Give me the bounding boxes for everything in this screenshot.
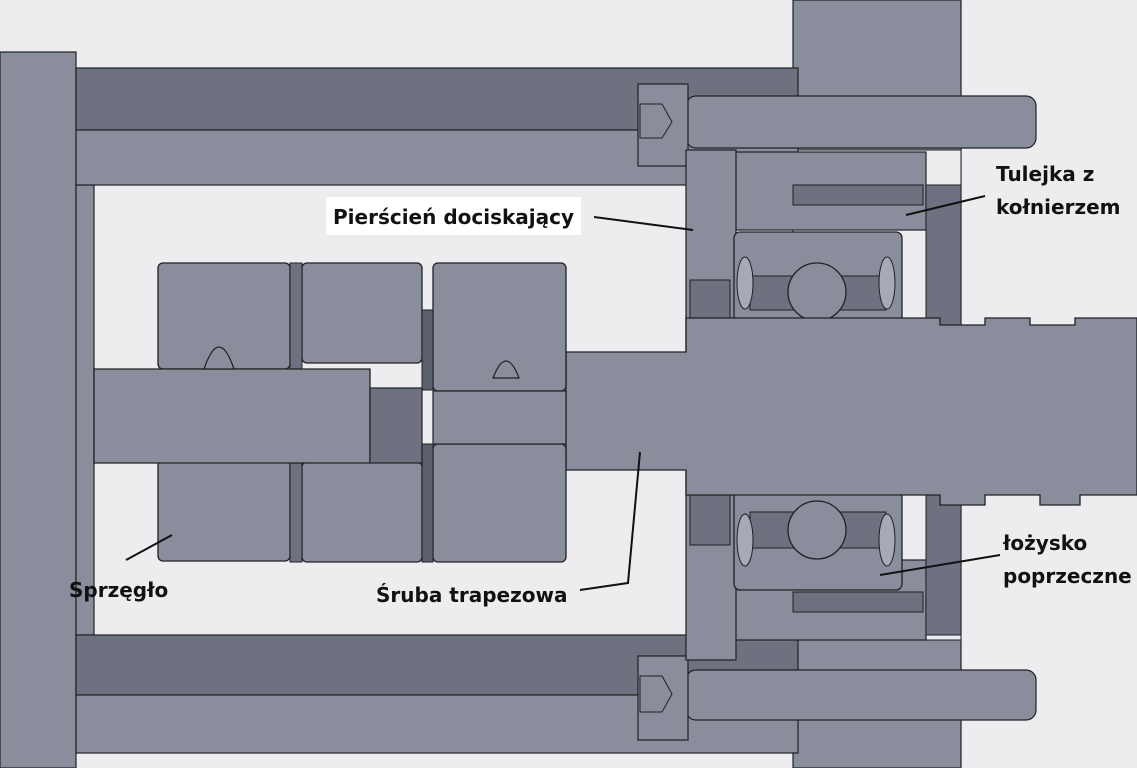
top-bearing-ball	[787, 262, 847, 322]
top-bearing-seal-right	[878, 256, 896, 310]
top-bolt-shank	[685, 95, 1037, 149]
left-plate	[0, 51, 77, 768]
label-flanged-sleeve-line1: Tulejka z	[996, 162, 1094, 186]
flanged-sleeve-bottom-shade	[792, 591, 924, 613]
coupling-set-screw-left	[203, 346, 235, 370]
bottom-bearing-seal-left	[736, 513, 754, 567]
label-trapezoidal-screw: Śruba trapezowa	[376, 583, 567, 607]
label-bearing-line1: łożysko	[1002, 531, 1087, 555]
sleeve-leader-line	[905, 195, 986, 216]
top-bearing-seal-left	[736, 256, 754, 310]
bottom-bolt-hex-socket	[639, 675, 673, 713]
trapezoidal-screw-shaft	[565, 317, 1137, 506]
bottom-bearing-seal-right	[878, 513, 896, 567]
ring-leader-line	[593, 216, 694, 231]
coupling-slit-2	[289, 461, 303, 563]
coupling-set-screw-right	[492, 360, 520, 379]
top-bolt-hex-socket	[639, 103, 673, 139]
coupling-slit-4	[421, 443, 434, 563]
label-clamping-ring: Pierścień dociskający	[333, 205, 574, 229]
coupling-slit-3	[421, 309, 434, 391]
coupling-hub-bottom-right	[432, 443, 567, 563]
ring-label-bg	[326, 197, 581, 235]
bearing-leader-line	[879, 554, 1001, 576]
label-bearing-line2: poprzeczne	[1003, 564, 1132, 588]
label-flanged-sleeve-line2: kołnierzem	[996, 195, 1121, 219]
coupling-spider-top	[301, 262, 423, 364]
coupling-slit-1	[289, 262, 303, 370]
screw-shaft-end	[432, 390, 567, 445]
coupling-leader-line	[125, 534, 173, 561]
bottom-bolt-shank	[685, 669, 1037, 721]
left-plate-step	[75, 184, 95, 636]
motor-shaft-hub	[369, 387, 423, 464]
motor-shaft	[93, 368, 371, 464]
coupling-spider-bottom	[301, 461, 423, 563]
bottom-bearing-ball	[787, 500, 847, 560]
flanged-sleeve-top-shade	[792, 184, 924, 206]
screw-leader-line	[579, 451, 641, 591]
label-coupling: Sprzęgło	[69, 578, 168, 602]
clamping-ring-top-inner	[689, 279, 731, 321]
